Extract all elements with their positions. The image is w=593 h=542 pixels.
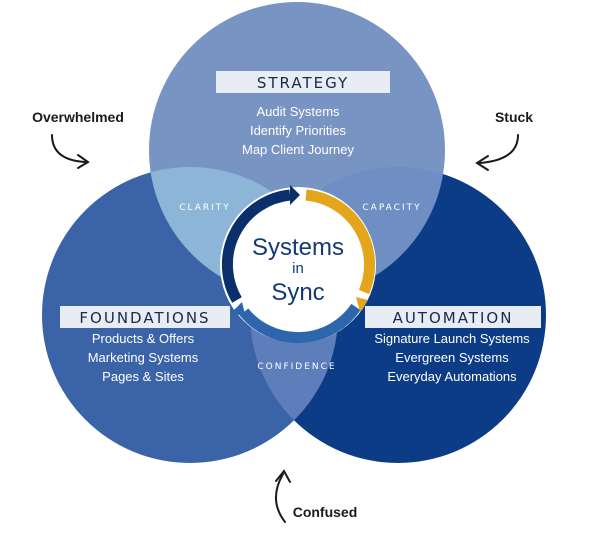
center-line-2: in bbox=[292, 260, 304, 277]
center-line-1: Systems bbox=[252, 234, 344, 261]
stuck-label: Stuck bbox=[495, 109, 533, 125]
foundations-item: Marketing Systems bbox=[88, 350, 199, 365]
strategy-item: Audit Systems bbox=[256, 104, 340, 119]
confused-arrow-icon bbox=[275, 469, 291, 523]
automation-title: AUTOMATION bbox=[393, 309, 514, 327]
strategy-title-box bbox=[216, 71, 390, 93]
stuck-arrow-icon bbox=[475, 134, 519, 171]
clarity-label: CLARITY bbox=[179, 203, 231, 213]
automation-item: Signature Launch Systems bbox=[374, 331, 530, 346]
foundations-title: FOUNDATIONS bbox=[79, 309, 210, 327]
strategy-title: STRATEGY bbox=[257, 74, 349, 92]
ring-arrow-right bbox=[356, 297, 368, 312]
overwhelmed-label: Overwhelmed bbox=[32, 109, 124, 125]
center-disc bbox=[220, 187, 376, 343]
confused-label: Confused bbox=[293, 504, 358, 520]
center-line-3: Sync bbox=[271, 279, 324, 306]
confidence-label: CONFIDENCE bbox=[257, 362, 336, 372]
automation-item: Everyday Automations bbox=[387, 369, 517, 384]
foundations-item: Products & Offers bbox=[92, 331, 195, 346]
foundations-title-box bbox=[60, 306, 230, 328]
overwhelmed-arrow-icon bbox=[51, 134, 90, 169]
capacity-label: CAPACITY bbox=[362, 203, 421, 213]
ring-arrow-top bbox=[290, 185, 300, 205]
strategy-item: Map Client Journey bbox=[242, 142, 354, 157]
ring-segment-dark bbox=[221, 189, 291, 303]
ring-segment-mid bbox=[239, 303, 361, 344]
strategy-item: Identify Priorities bbox=[250, 123, 347, 138]
ring-segment-gold bbox=[305, 189, 376, 295]
automation-title-box bbox=[365, 306, 541, 328]
ring-arrow-left bbox=[232, 302, 246, 318]
automation-item: Evergreen Systems bbox=[395, 350, 509, 365]
foundations-item: Pages & Sites bbox=[102, 369, 184, 384]
